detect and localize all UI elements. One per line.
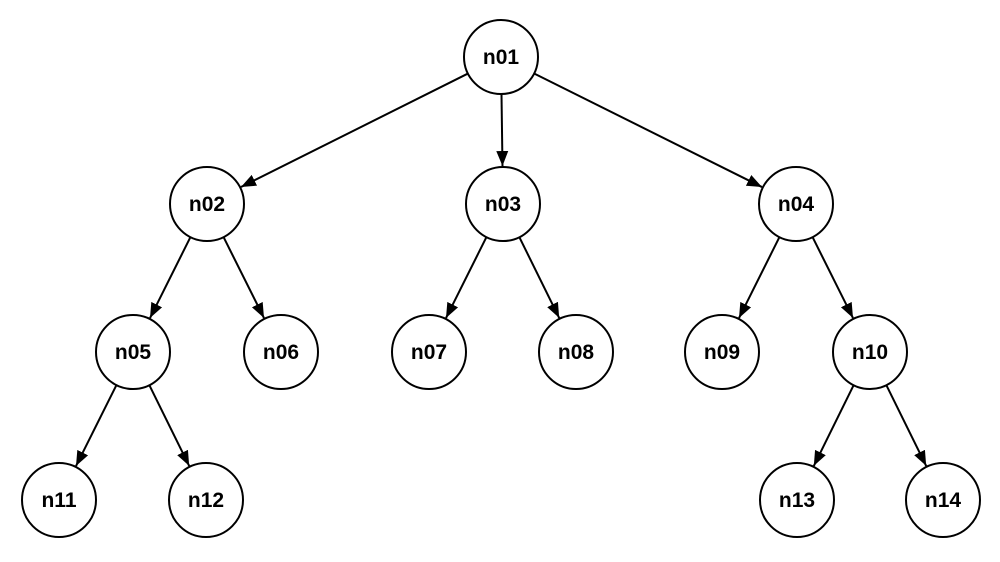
node-label: n11 bbox=[41, 489, 76, 512]
node-circle bbox=[168, 462, 244, 538]
node-circle bbox=[465, 166, 541, 242]
node-label: n10 bbox=[852, 341, 888, 364]
node-circle bbox=[684, 314, 760, 390]
edge-n03-n08 bbox=[518, 236, 561, 319]
edge-n01-n04 bbox=[533, 72, 763, 188]
node-label: n04 bbox=[778, 193, 815, 216]
tree-node-n10: n10 bbox=[832, 314, 908, 390]
edge-n04-n09 bbox=[738, 236, 781, 319]
node-label: n06 bbox=[263, 341, 299, 364]
tree-node-n05: n05 bbox=[95, 314, 171, 390]
node-circle bbox=[538, 314, 614, 390]
node-label: n12 bbox=[188, 489, 224, 512]
node-circle bbox=[243, 314, 319, 390]
node-label: n09 bbox=[704, 341, 740, 364]
node-label: n01 bbox=[483, 46, 520, 69]
node-layer: n01 n02 n03 n04 n05 n06 n07 n08 n09 n10 n11 n12 n13 n… bbox=[21, 19, 981, 538]
edge-n04-n10 bbox=[811, 236, 854, 319]
node-circle bbox=[391, 314, 467, 390]
tree-node-n13: n13 bbox=[759, 462, 835, 538]
node-label: n14 bbox=[925, 489, 962, 512]
node-circle bbox=[95, 314, 171, 390]
edge-n10-n13 bbox=[812, 384, 855, 467]
tree-node-n07: n07 bbox=[391, 314, 467, 390]
tree-node-n01: n01 bbox=[463, 19, 539, 95]
node-label: n13 bbox=[779, 489, 815, 512]
node-circle bbox=[759, 462, 835, 538]
tree-node-n14: n14 bbox=[905, 462, 981, 538]
tree-node-n12: n12 bbox=[168, 462, 244, 538]
tree-node-n09: n09 bbox=[684, 314, 760, 390]
node-label: n08 bbox=[558, 341, 595, 364]
node-label: n03 bbox=[485, 193, 521, 216]
tree-node-n03: n03 bbox=[465, 166, 541, 242]
tree-node-n08: n08 bbox=[538, 314, 614, 390]
edge-n01-n02 bbox=[240, 72, 469, 188]
edge-n05-n11 bbox=[75, 384, 118, 467]
node-circle bbox=[905, 462, 981, 538]
node-label: n02 bbox=[189, 193, 225, 216]
node-label: n07 bbox=[411, 341, 447, 364]
tree-node-n06: n06 bbox=[243, 314, 319, 390]
node-circle bbox=[463, 19, 539, 95]
tree-node-n11: n11 bbox=[21, 462, 97, 538]
edge-layer bbox=[75, 72, 928, 467]
edge-n05-n12 bbox=[148, 384, 191, 467]
edge-n02-n06 bbox=[222, 236, 265, 319]
node-circle bbox=[832, 314, 908, 390]
node-circle bbox=[758, 166, 834, 242]
node-circle bbox=[169, 166, 245, 242]
edge-n01-n03 bbox=[496, 93, 509, 167]
node-circle bbox=[21, 462, 97, 538]
edge-n10-n14 bbox=[885, 384, 928, 467]
tree-node-n04: n04 bbox=[758, 166, 834, 242]
tree-node-n02: n02 bbox=[169, 166, 245, 242]
edge-n03-n07 bbox=[445, 236, 488, 319]
edge-n02-n05 bbox=[149, 236, 192, 319]
node-label: n05 bbox=[115, 341, 152, 364]
